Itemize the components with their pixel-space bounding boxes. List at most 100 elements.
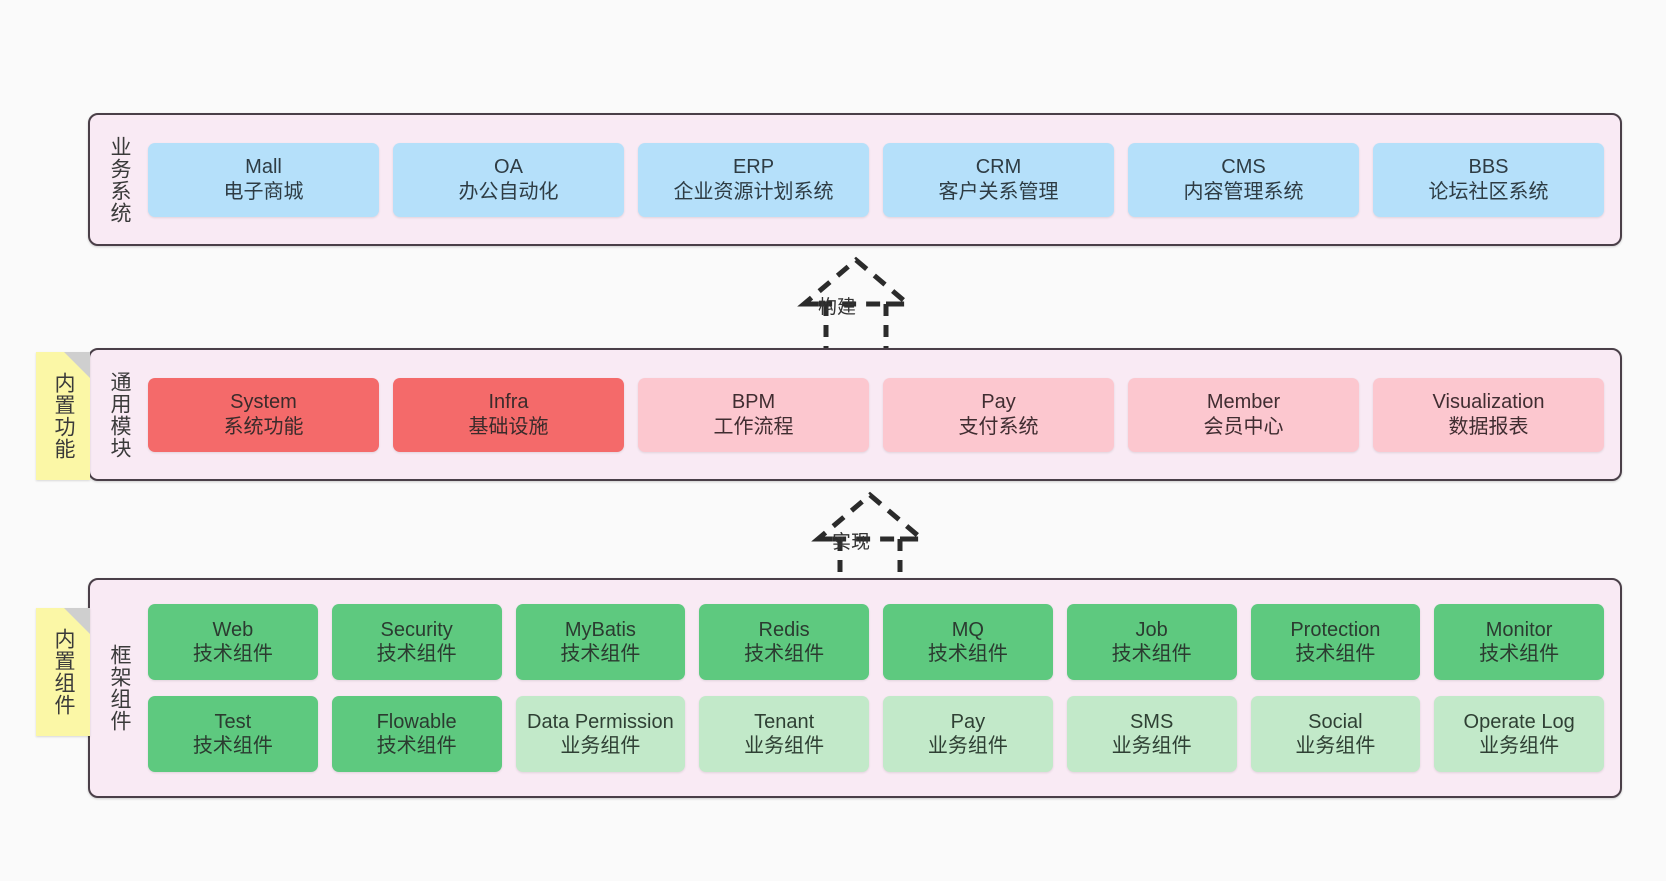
module-box-name: ERP bbox=[732, 156, 775, 179]
module-box-name: Pay bbox=[981, 391, 1016, 414]
module-box-desc: 技术组件 bbox=[744, 643, 825, 665]
module-box-desc: 业务组件 bbox=[927, 735, 1008, 757]
module-box-name: Job bbox=[1135, 618, 1168, 641]
module-box-desc: 会员中心 bbox=[1203, 415, 1284, 438]
module-box-name: Tenant bbox=[754, 710, 815, 733]
module-box-desc: 技术组件 bbox=[1111, 643, 1192, 665]
module-box-name: Social bbox=[1308, 710, 1363, 733]
module-box-name: Pay bbox=[950, 710, 986, 733]
module-box-desc: 工作流程 bbox=[713, 415, 794, 438]
layer-title-common-module: 通用模块 bbox=[107, 370, 131, 459]
connector-build: 构建 bbox=[756, 256, 956, 356]
module-box-name: SMS bbox=[1129, 710, 1174, 733]
connector-build-arrow bbox=[797, 256, 915, 356]
module-box-name: OA bbox=[494, 156, 523, 179]
module-box-desc: 技术组件 bbox=[927, 643, 1008, 665]
module-box-name: CRM bbox=[975, 156, 1022, 179]
module-box-desc: 业务组件 bbox=[1295, 735, 1376, 757]
note-builtin-component-label: 内置组件 bbox=[51, 628, 75, 716]
module-box-name: BPM bbox=[731, 391, 776, 414]
module-box-desc: 技术组件 bbox=[1295, 643, 1376, 665]
module-box-desc: 技术组件 bbox=[376, 643, 457, 665]
module-box-desc: 技术组件 bbox=[376, 735, 457, 757]
module-box-desc: 论坛社区系统 bbox=[1428, 180, 1549, 203]
module-box-desc: 数据报表 bbox=[1448, 415, 1529, 438]
module-box-name: Data Permission bbox=[527, 710, 674, 733]
module-box-desc: 办公自动化 bbox=[458, 180, 559, 203]
module-box-desc: 技术组件 bbox=[192, 643, 273, 665]
module-box-name: Infra bbox=[488, 391, 529, 414]
module-box-desc: 电子商城 bbox=[223, 180, 304, 203]
note-fold-corner-icon bbox=[64, 608, 90, 634]
note-builtin-function-label: 内置功能 bbox=[51, 372, 75, 460]
module-box-desc: 支付系统 bbox=[958, 415, 1039, 438]
note-builtin-component: 内置组件 bbox=[36, 608, 90, 736]
module-box-name: Operate Log bbox=[1463, 710, 1575, 733]
layer-title-business-system: 业务系统 bbox=[107, 135, 131, 224]
module-box-desc: 技术组件 bbox=[560, 643, 641, 665]
module-box-name: Flowable bbox=[376, 710, 457, 733]
module-box-desc: 企业资源计划系统 bbox=[673, 180, 834, 203]
connector-build-label: 构建 bbox=[818, 297, 857, 318]
connector-implement-arrow bbox=[811, 491, 929, 591]
module-box-name: Redis bbox=[758, 618, 810, 641]
layer-title-framework-component: 框架组件 bbox=[107, 644, 131, 732]
module-box-desc: 内容管理系统 bbox=[1183, 180, 1304, 203]
module-box-name: Protection bbox=[1290, 618, 1381, 641]
module-box-desc: 客户关系管理 bbox=[938, 180, 1059, 203]
module-box-name: Security bbox=[380, 618, 453, 641]
module-box-name: CMS bbox=[1221, 156, 1266, 179]
module-box-name: BBS bbox=[1468, 156, 1509, 179]
module-box-name: System bbox=[230, 391, 297, 414]
module-box-name: Visualization bbox=[1432, 391, 1545, 414]
module-box-desc: 系统功能 bbox=[223, 415, 304, 438]
module-box-desc: 业务组件 bbox=[744, 735, 825, 757]
module-box-desc: 技术组件 bbox=[192, 735, 273, 757]
connector-implement-label: 实现 bbox=[832, 532, 871, 553]
module-box-name: MyBatis bbox=[564, 618, 636, 641]
module-box-desc: 业务组件 bbox=[1479, 735, 1560, 757]
note-fold-corner-icon bbox=[64, 352, 90, 378]
module-box-desc: 业务组件 bbox=[1111, 735, 1192, 757]
module-box-desc: 技术组件 bbox=[1479, 643, 1560, 665]
note-builtin-function: 内置功能 bbox=[36, 352, 90, 480]
